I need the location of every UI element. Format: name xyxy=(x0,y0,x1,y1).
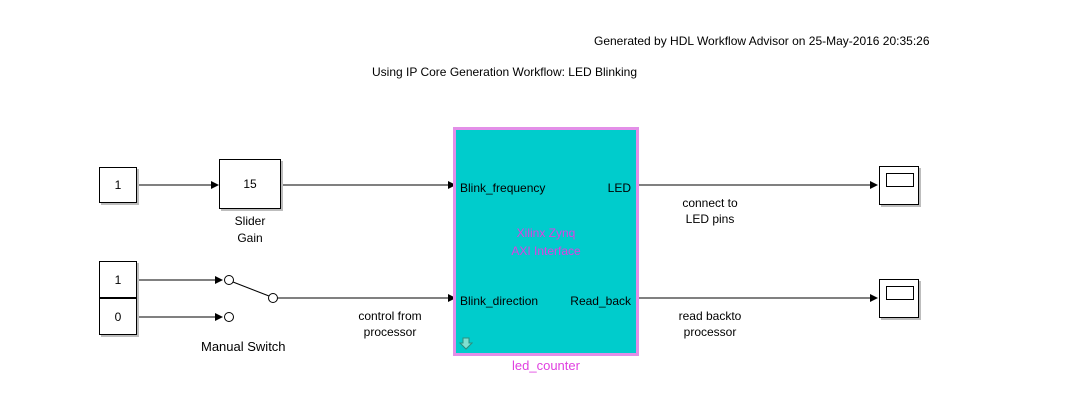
port-led: LED xyxy=(607,181,631,195)
mask-text-line1: Xilinx Zynq xyxy=(516,226,576,240)
constant-block[interactable]: 1 xyxy=(99,167,137,203)
led-signal-label-line1: connect to xyxy=(682,196,738,210)
switch-constant-top[interactable]: 1 xyxy=(99,261,137,298)
subsystem-name: led_counter xyxy=(512,358,580,373)
led-signal-label-line2: LED pins xyxy=(685,212,735,226)
slider-gain-block[interactable]: 15 xyxy=(219,159,281,209)
slider-gain-label-line1: Slider xyxy=(234,214,266,228)
slider-gain-value: 15 xyxy=(243,177,257,191)
switch-contact-top xyxy=(224,275,234,285)
look-under-mask-icon[interactable] xyxy=(459,337,473,351)
model-title: Using IP Core Generation Workflow: LED B… xyxy=(372,65,638,79)
slider-gain-label-line2: Gain xyxy=(237,231,263,245)
switch-lever[interactable] xyxy=(232,281,270,297)
readback-signal-label-line2: processor xyxy=(683,325,737,339)
manual-switch-label: Manual Switch xyxy=(201,339,286,354)
generated-note: Generated by HDL Workflow Advisor on 25-… xyxy=(594,34,930,48)
control-signal-label-line1: control from xyxy=(358,309,422,323)
switch-constant-bottom[interactable]: 0 xyxy=(99,298,137,335)
led-counter-subsystem[interactable]: Blink_frequency Blink_direction LED Read… xyxy=(453,127,639,356)
switch-constant-top-value: 1 xyxy=(114,272,122,287)
switch-contact-bottom xyxy=(224,312,234,322)
scope-led-screen xyxy=(886,173,914,187)
scope-led[interactable] xyxy=(879,166,919,205)
port-read-back: Read_back xyxy=(570,294,631,308)
scope-readback-screen xyxy=(886,286,914,300)
constant-value: 1 xyxy=(114,178,122,192)
control-signal-label-line2: processor xyxy=(363,325,417,339)
port-blink-direction: Blink_direction xyxy=(460,294,539,308)
mask-text-line2: AXI Interface xyxy=(511,244,581,258)
switch-contact-output xyxy=(268,293,278,303)
scope-readback[interactable] xyxy=(879,279,919,318)
switch-constant-bottom-value: 0 xyxy=(114,309,122,324)
port-blink-frequency: Blink_frequency xyxy=(460,181,546,195)
readback-signal-label-line1: read backto xyxy=(678,309,742,323)
